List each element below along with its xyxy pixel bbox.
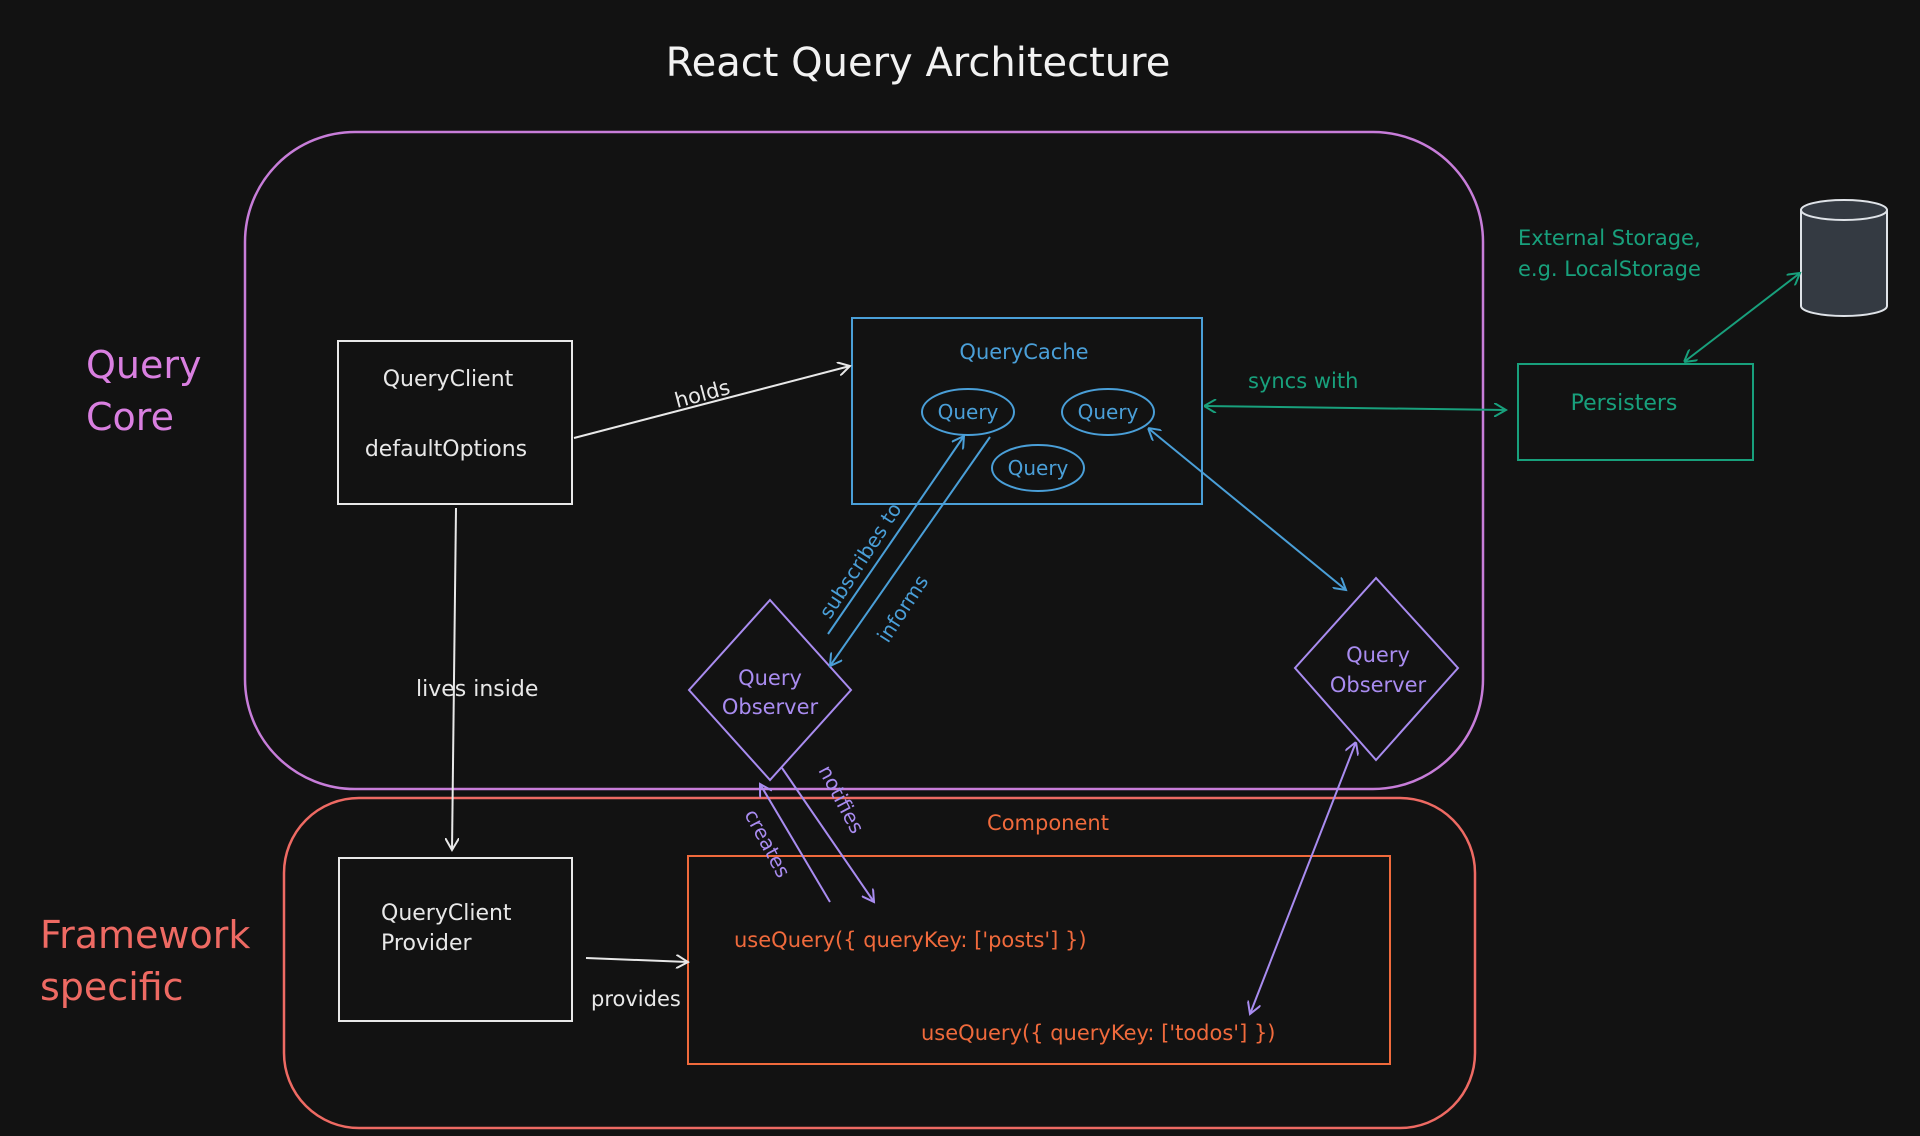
storage-sync-arrow [1684, 273, 1800, 362]
external-storage-label: External Storage, [1518, 226, 1701, 250]
observer-right-label-2: Observer [1330, 673, 1427, 697]
provider-label-1: QueryClient [381, 901, 512, 926]
database-icon [1800, 199, 1888, 317]
observer-right-component-arrow [1250, 742, 1356, 1014]
creates-arrow [760, 784, 831, 903]
lives-inside-label: lives inside [416, 677, 538, 702]
query-core-region [243, 130, 1485, 791]
informs-arrow [830, 436, 991, 666]
syncs-with-arrow [1204, 406, 1506, 410]
framework-label: Framework [40, 913, 250, 957]
query-label-2: Query [1078, 400, 1139, 424]
framework-label-2: specific [40, 965, 184, 1009]
holds-label: holds [672, 375, 733, 413]
query-core-label: Query [86, 343, 201, 387]
query-client-label: QueryClient [383, 367, 514, 392]
provides-arrow [585, 958, 688, 962]
component-code-todos: useQuery({ queryKey: ['todos'] }) [921, 1021, 1276, 1045]
diagram-title: React Query Architecture [666, 40, 1171, 86]
query-observer-left [687, 598, 853, 782]
creates-label: creates [740, 805, 796, 882]
observer-right-query-arrow [1148, 428, 1346, 590]
query-label-1: Query [938, 400, 999, 424]
provider-box [338, 857, 573, 1022]
holds-arrow [573, 366, 850, 439]
observer-left-label-1: Query [738, 666, 802, 690]
provider-label-2: Provider [381, 931, 473, 956]
framework-region [282, 796, 1477, 1130]
component-code-posts: useQuery({ queryKey: ['posts'] }) [734, 928, 1087, 952]
query-cache-title: QueryCache [959, 340, 1088, 364]
observer-left-label-2: Observer [722, 695, 819, 719]
query-label-3: Query [1008, 456, 1069, 480]
default-options-label: defaultOptions [365, 437, 527, 462]
lives-inside-arrow [452, 507, 456, 850]
observer-right-label-1: Query [1346, 643, 1410, 667]
persisters-box [1517, 363, 1754, 461]
syncs-with-label: syncs with [1248, 369, 1358, 393]
query-core-label-2: Core [86, 395, 174, 439]
informs-label: informs [872, 571, 933, 647]
query-ellipse-2 [1061, 388, 1155, 436]
component-title: Component [987, 811, 1109, 835]
query-observer-right [1293, 576, 1460, 762]
query-client-box [337, 340, 573, 505]
notifies-arrow [781, 767, 874, 902]
query-ellipse-1 [921, 388, 1015, 436]
query-cache-box [851, 317, 1203, 505]
persisters-label: Persisters [1571, 391, 1678, 416]
provides-label: provides [591, 987, 681, 1011]
query-ellipse-3 [991, 444, 1085, 492]
external-storage-example: e.g. LocalStorage [1518, 257, 1701, 281]
subscribes-to-arrow [827, 436, 964, 635]
